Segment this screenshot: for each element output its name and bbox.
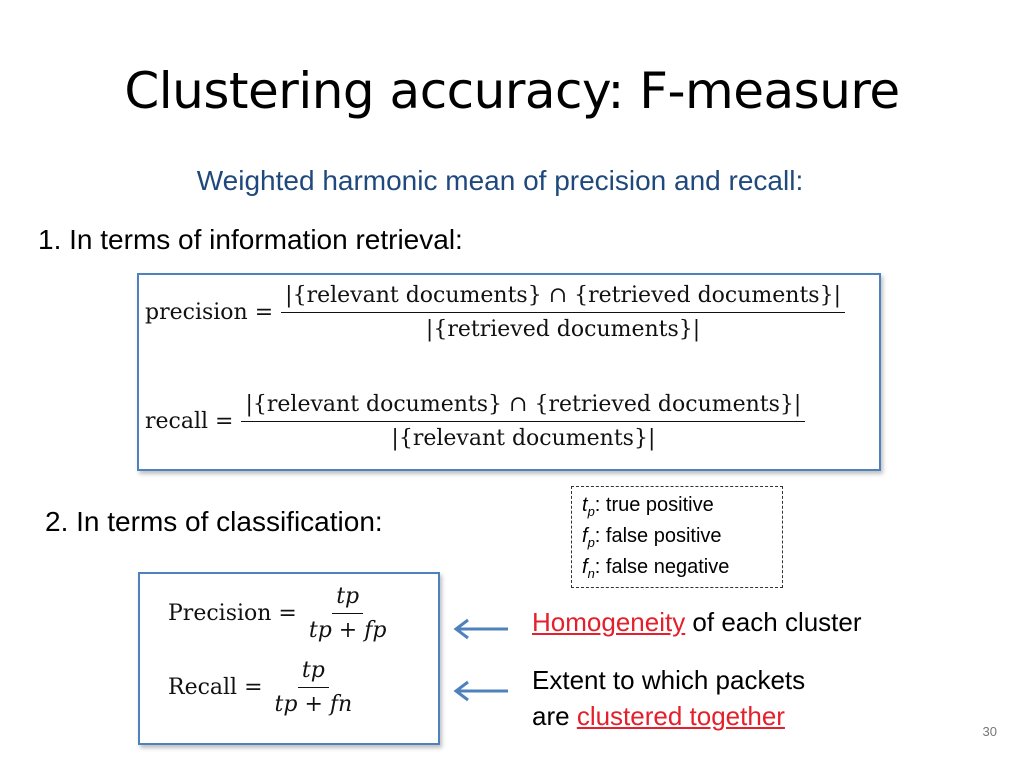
- heading-information-retrieval: 1. In terms of information retrieval:: [38, 224, 463, 255]
- heading-classification: 2. In terms of classification:: [45, 506, 383, 537]
- class-precision-numerator: tp: [332, 584, 364, 614]
- legend-false-positive: fp: false positive: [582, 525, 722, 550]
- ir-recall-numerator: |{relevant documents} ∩ {retrieved docum…: [241, 392, 806, 422]
- ir-precision-denominator: |{retrieved documents}|: [425, 317, 701, 342]
- class-recall-numerator: tp: [297, 658, 329, 688]
- ir-formula-box: precision = |{relevant documents} ∩ {ret…: [137, 273, 881, 471]
- ir-precision-numerator: |{relevant documents} ∩ {retrieved docum…: [281, 283, 845, 313]
- homogeneity-note: Homogeneity of each cluster: [532, 604, 862, 640]
- left-arrow-icon: [453, 618, 508, 640]
- homogeneity-rest: of each cluster: [685, 607, 862, 637]
- classification-formula-box: Precision = tp tp + fp Recall = tp tp + …: [138, 572, 440, 745]
- class-recall-fraction: tp tp + fn: [271, 658, 357, 717]
- slide-subtitle: Weighted harmonic mean of precision and …: [196, 165, 804, 196]
- ir-precision-lhs: precision =: [145, 300, 274, 325]
- homogeneity-link[interactable]: Homogeneity: [532, 607, 686, 637]
- ir-precision-fraction: |{relevant documents} ∩ {retrieved docum…: [281, 283, 845, 342]
- ir-recall-lhs: recall =: [145, 409, 234, 434]
- extent-note: Extent to which packets are clustered to…: [532, 662, 805, 734]
- class-precision-fraction: tp tp + fp: [305, 584, 391, 643]
- ir-recall-formula: recall = |{relevant documents} ∩ {retrie…: [145, 392, 806, 451]
- ir-recall-fraction: |{relevant documents} ∩ {retrieved docum…: [241, 392, 806, 451]
- class-precision-denominator: tp + fp: [308, 618, 387, 643]
- legend-false-negative: fn: false negative: [582, 556, 730, 581]
- slide-title: Clustering accuracy: F-measure: [124, 62, 900, 120]
- extent-line2: are clustered together: [532, 701, 785, 731]
- ir-recall-denominator: |{relevant documents}|: [391, 426, 656, 451]
- class-recall-denominator: tp + fn: [274, 692, 353, 717]
- clustered-together-link[interactable]: clustered together: [576, 701, 785, 731]
- extent-line1: Extent to which packets: [532, 665, 806, 695]
- legend-true-positive: tp: true positive: [582, 494, 714, 519]
- ir-precision-formula: precision = |{relevant documents} ∩ {ret…: [145, 283, 845, 342]
- page-number: 30: [982, 724, 997, 739]
- class-precision-formula: Precision = tp tp + fp: [168, 584, 390, 643]
- class-precision-lhs: Precision =: [168, 601, 297, 626]
- left-arrow-icon: [453, 680, 508, 702]
- legend-box: tp: true positive fp: false positive fn:…: [571, 486, 783, 588]
- class-recall-formula: Recall = tp tp + fn: [168, 658, 356, 717]
- class-recall-lhs: Recall =: [168, 675, 263, 700]
